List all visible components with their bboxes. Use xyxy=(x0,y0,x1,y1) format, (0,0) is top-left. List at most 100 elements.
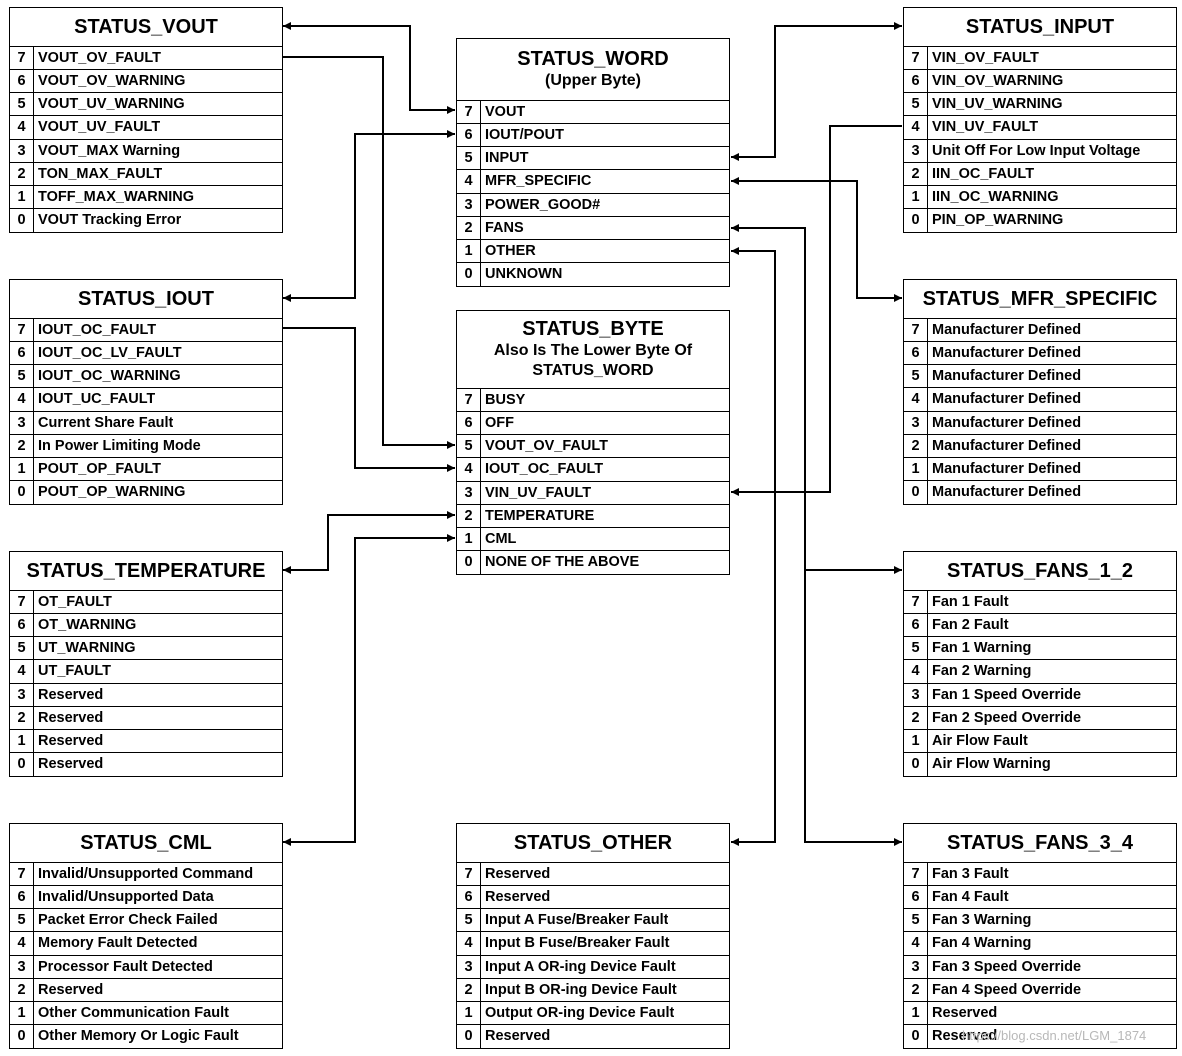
bit-number: 3 xyxy=(10,683,34,706)
bit-number: 4 xyxy=(10,388,34,411)
bit-name: Reserved xyxy=(38,686,104,703)
register-header: STATUS_FANS_1_2 xyxy=(904,552,1176,591)
bit-name: Processor Fault Detected xyxy=(38,958,213,975)
bit-name: Fan 2 Warning xyxy=(932,663,1032,680)
register-header: STATUS_INPUT xyxy=(904,8,1176,47)
bit-number: 5 xyxy=(10,637,34,660)
wire-cml-byte xyxy=(283,534,455,846)
bit-number: 7 xyxy=(904,863,928,886)
bit-number: 2 xyxy=(904,434,928,457)
bit-number: 0 xyxy=(10,752,34,776)
bit-number: 2 xyxy=(904,978,928,1001)
bit-number: 5 xyxy=(10,365,34,388)
bit-number: 5 xyxy=(10,93,34,116)
register-title: STATUS_INPUT xyxy=(965,15,1115,38)
bit-number: 4 xyxy=(10,660,34,683)
bit-number: 7 xyxy=(10,47,34,70)
bit-number: 7 xyxy=(904,319,928,342)
bit-name: INPUT xyxy=(485,150,529,167)
bit-name: TEMPERATURE xyxy=(485,507,595,524)
bit-name: OTHER xyxy=(485,242,536,259)
bit-name: VOUT_UV_WARNING xyxy=(38,96,185,113)
register-title: STATUS_CML xyxy=(80,831,212,854)
bit-name: OT_WARNING xyxy=(38,617,137,634)
bit-number: 0 xyxy=(904,752,928,776)
bit-number: 7 xyxy=(10,319,34,342)
bit-number: 5 xyxy=(904,909,928,932)
bit-number: 0 xyxy=(457,262,481,286)
bit-number: 1 xyxy=(10,185,34,208)
bit-number: 1 xyxy=(457,239,481,262)
bit-name: UT_WARNING xyxy=(38,640,136,657)
bit-number: 6 xyxy=(904,342,928,365)
register-title: STATUS_FANS_3_4 xyxy=(947,831,1133,854)
bit-name: Air Flow Fault xyxy=(932,732,1028,749)
bit-name: Other Memory Or Logic Fault xyxy=(38,1027,239,1044)
bit-number: 3 xyxy=(904,411,928,434)
bit-name: IOUT_OC_FAULT xyxy=(38,322,157,338)
bit-number: 5 xyxy=(457,909,481,932)
bit-number: 6 xyxy=(904,70,928,93)
bit-name: Manufacturer Defined xyxy=(932,391,1082,408)
bit-name: Invalid/Unsupported Data xyxy=(38,889,214,906)
bit-name: Memory Fault Detected xyxy=(38,935,198,952)
bit-name: VIN_UV_WARNING xyxy=(932,96,1063,113)
bit-name: Invalid/Unsupported Command xyxy=(38,866,254,882)
bit-name: IOUT_OC_FAULT xyxy=(485,461,604,478)
wire-input-word xyxy=(731,22,902,161)
bit-number: 2 xyxy=(10,706,34,729)
bit-name: UT_FAULT xyxy=(38,663,112,680)
bit-number: 0 xyxy=(904,208,928,232)
bit-name: NONE OF THE ABOVE xyxy=(485,553,640,570)
bit-number: 4 xyxy=(904,660,928,683)
bit-number: 2 xyxy=(457,504,481,527)
bit-number: 2 xyxy=(904,706,928,729)
bit-number: 2 xyxy=(10,434,34,457)
bit-number: 4 xyxy=(904,932,928,955)
bit-name: Packet Error Check Failed xyxy=(38,912,218,929)
bit-name: Fan 3 Speed Override xyxy=(932,958,1082,975)
bit-name: Manufacturer Defined xyxy=(932,368,1082,385)
register-title: STATUS_MFR_SPECIFIC xyxy=(922,287,1158,310)
register-header: STATUS_IOUT xyxy=(10,280,282,319)
bit-name: VOUT_OV_WARNING xyxy=(38,73,186,90)
bit-name: UNKNOWN xyxy=(485,265,563,282)
bit-number: 3 xyxy=(10,139,34,162)
register-header: STATUS_TEMPERATURE xyxy=(10,552,282,591)
register-header: STATUS_FANS_3_4 xyxy=(904,824,1176,863)
bit-number: 0 xyxy=(10,1024,34,1048)
register-header: STATUS_OTHER xyxy=(457,824,729,863)
